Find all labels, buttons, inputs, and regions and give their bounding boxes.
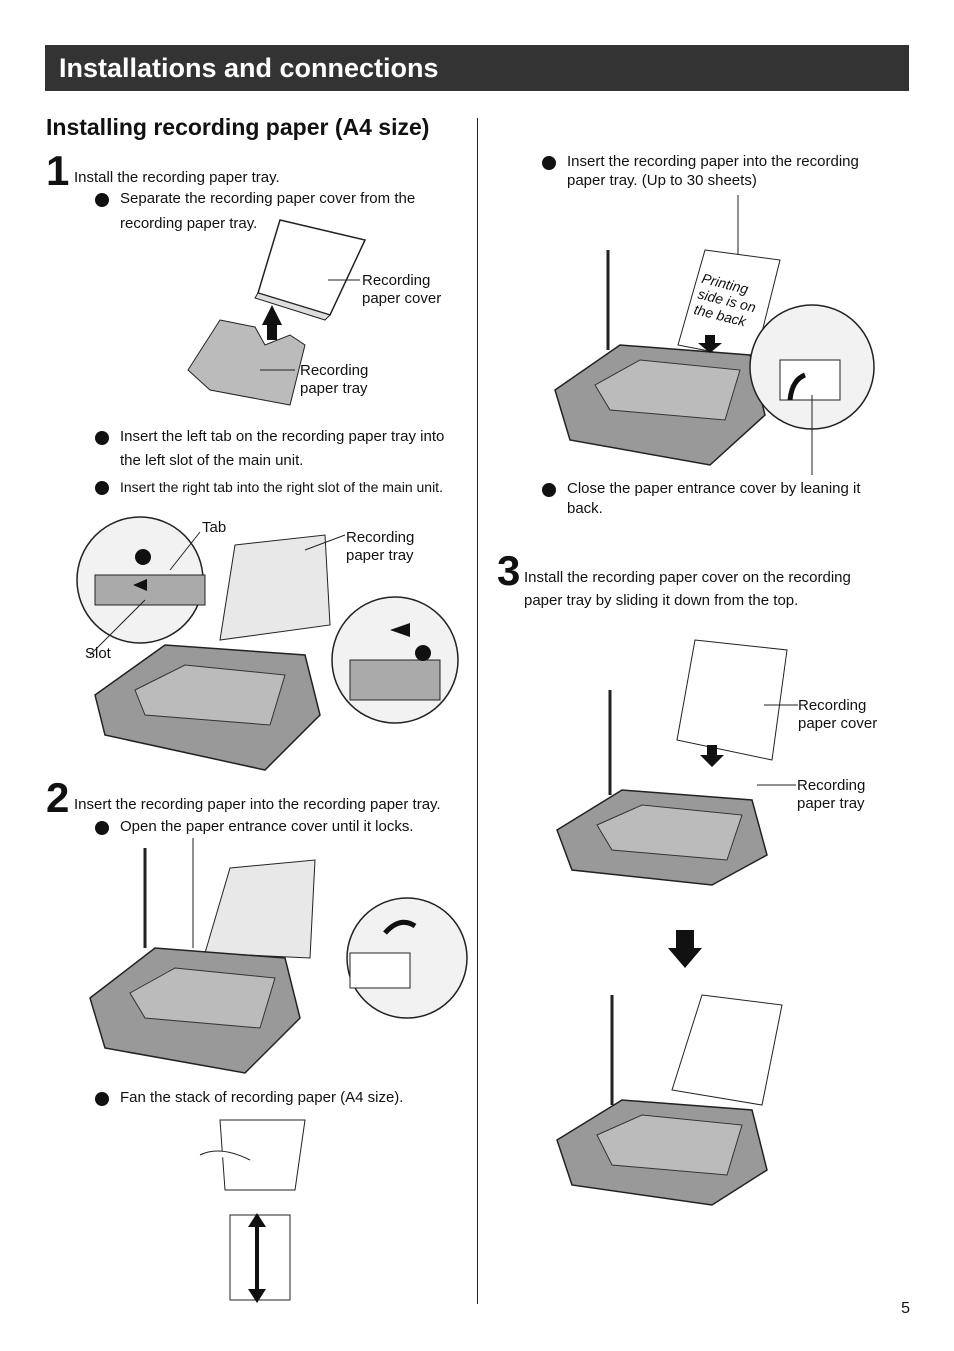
step-2-bullet-c2: paper tray. (Up to 30 sheets) — [567, 172, 757, 189]
bullet-2b — [95, 1092, 109, 1106]
page-number: 5 — [901, 1300, 910, 1317]
step-3-number: 3 — [497, 547, 521, 594]
label-tab: Tab — [202, 519, 227, 536]
completed-install-illustration — [556, 994, 783, 1206]
step-2-bullet-a: Open the paper entrance cover until it l… — [120, 818, 414, 835]
bullet-2d — [542, 483, 556, 497]
step-2-bullet-d2: back. — [567, 500, 603, 517]
step-1-bullet-a2: recording paper tray. — [120, 215, 258, 232]
section-title: Installing recording paper (A4 size) — [46, 114, 430, 140]
column-divider — [477, 118, 478, 1304]
step-2-bullet-b: Fan the stack of recording paper (A4 siz… — [120, 1089, 404, 1106]
label-slot: Slot — [85, 645, 111, 662]
cover-tray-illustration — [187, 219, 367, 406]
fax-tray-insert-illustration — [76, 516, 459, 771]
step-1-bullet-a: Separate the recording paper cover from … — [120, 190, 416, 207]
step-2-number: 2 — [46, 774, 70, 821]
bullet-2c — [542, 156, 556, 170]
down-arrow-icon — [668, 930, 702, 968]
bullet-a — [95, 193, 109, 207]
bullet-2a — [95, 821, 109, 835]
step-1-text: Install the recording paper tray. — [74, 169, 280, 186]
bullet-b — [95, 431, 109, 445]
step-1-bullet-b2: the left slot of the main unit. — [120, 452, 304, 469]
step-1-bullet-b: Insert the left tab on the recording pap… — [120, 428, 445, 445]
step-3-text: Install the recording paper cover on the… — [524, 569, 851, 586]
step-3-text2: paper tray by sliding it down from the t… — [524, 592, 799, 609]
step-2-bullet-d: Close the paper entrance cover by leanin… — [567, 480, 861, 497]
bullet-c — [95, 481, 109, 495]
step-2-bullet-c: Insert the recording paper into the reco… — [567, 153, 859, 170]
step-1-bullet-c: Insert the right tab into the right slot… — [120, 479, 443, 495]
page-header: Installations and connections — [45, 45, 909, 91]
step-2-text: Insert the recording paper into the reco… — [74, 796, 441, 813]
fan-paper-illustration — [199, 1119, 306, 1303]
step-1-number: 1 — [46, 147, 70, 194]
insert-paper-illustration — [554, 195, 875, 475]
paper-entrance-cover-illustration — [89, 838, 468, 1074]
install-cover-illustration — [556, 639, 798, 886]
